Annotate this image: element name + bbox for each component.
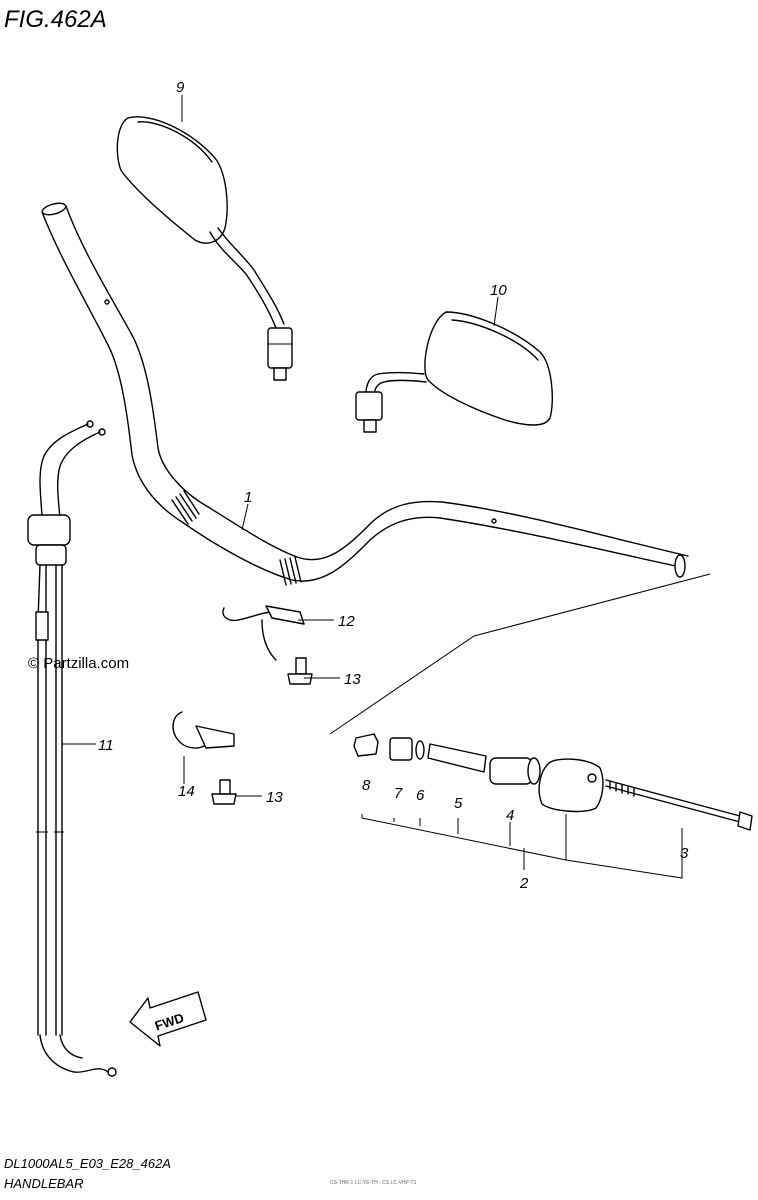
callout-4: 4 bbox=[506, 807, 514, 824]
spacer-part-5[interactable] bbox=[427, 743, 487, 773]
callout-14: 14 bbox=[178, 783, 195, 800]
callout-2: 2 bbox=[519, 875, 529, 892]
leader-lines bbox=[62, 95, 499, 797]
bar-end-assembly bbox=[329, 573, 753, 879]
rubber-part-4[interactable] bbox=[489, 757, 541, 785]
callout-5: 5 bbox=[454, 795, 463, 812]
washer-part-6[interactable] bbox=[415, 740, 425, 760]
figure-code: DL1000AL5_E03_E28_462A bbox=[4, 1156, 171, 1171]
screw-part-3[interactable] bbox=[605, 779, 753, 831]
bar-end-weight[interactable] bbox=[538, 758, 604, 813]
handlebar-part-1[interactable] bbox=[41, 201, 689, 586]
figure-name: HANDLEBAR bbox=[4, 1176, 83, 1191]
callout-6: 6 bbox=[416, 787, 425, 804]
callout-8: 8 bbox=[362, 777, 371, 794]
callout-7: 7 bbox=[394, 785, 403, 802]
collar-part-7[interactable] bbox=[389, 737, 413, 761]
bolt-part-13-lower[interactable] bbox=[211, 779, 237, 805]
flange-nut-part-8[interactable] bbox=[353, 733, 379, 757]
mirror-left-part-9[interactable] bbox=[116, 116, 293, 381]
callout-10: 10 bbox=[490, 282, 507, 299]
callout-1: 1 bbox=[244, 489, 252, 506]
tiny-note: CS-THR-1 LC-YE-TH - CS LC-VHP-T1 bbox=[330, 1180, 417, 1186]
bolt-part-13-upper[interactable] bbox=[287, 657, 313, 685]
throttle-cable-part-11[interactable] bbox=[27, 420, 117, 1077]
clamp-part-12[interactable] bbox=[222, 605, 305, 661]
fwd-arrow-icon: FWD bbox=[129, 991, 207, 1047]
callout-3: 3 bbox=[680, 845, 689, 862]
callout-13-upper: 13 bbox=[344, 671, 361, 688]
bracket-part-14[interactable] bbox=[172, 711, 235, 749]
callout-13-lower: 13 bbox=[266, 789, 283, 806]
callout-9: 9 bbox=[176, 79, 185, 96]
figure-title: FIG.462A bbox=[4, 6, 107, 33]
mirror-right-part-10[interactable] bbox=[355, 311, 553, 433]
watermark: © Partzilla.com bbox=[28, 655, 129, 672]
callout-11: 11 bbox=[98, 737, 114, 754]
callout-12: 12 bbox=[338, 613, 355, 630]
